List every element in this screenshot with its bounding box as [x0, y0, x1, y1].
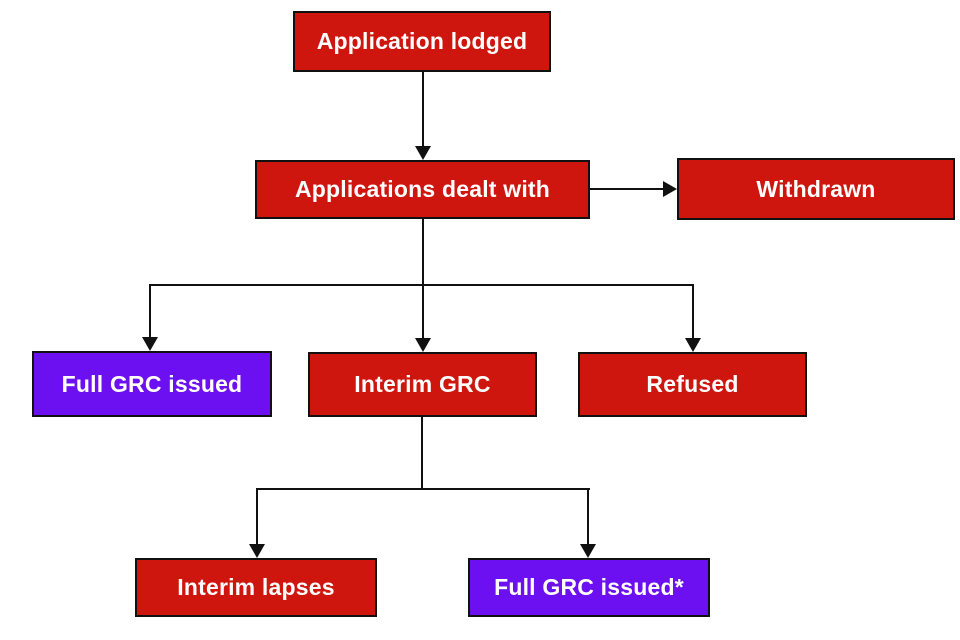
edge-dealt-to-withdrawn-line [590, 188, 665, 190]
edge-branch-to-full-grc-star-line [587, 488, 589, 545]
arrowhead-down-icon [142, 337, 158, 351]
node-application-lodged: Application lodged [293, 11, 551, 72]
node-refused: Refused [578, 352, 807, 417]
edge-branch-top-horizontal-line [149, 284, 694, 286]
arrowhead-down-icon [249, 544, 265, 558]
arrowhead-down-icon [685, 338, 701, 352]
node-applications-dealt-with: Applications dealt with [255, 160, 590, 219]
arrowhead-right-icon [663, 181, 677, 197]
node-full-grc-issued-star: Full GRC issued* [468, 558, 710, 617]
arrowhead-down-icon [580, 544, 596, 558]
edge-branch-to-full-grc-line [149, 284, 151, 338]
node-full-grc-issued: Full GRC issued [32, 351, 272, 417]
arrowhead-down-icon [415, 338, 431, 352]
edge-branch-bottom-horizontal-line [256, 488, 590, 490]
edge-branch-to-refused-line [692, 284, 694, 338]
node-withdrawn: Withdrawn [677, 158, 955, 220]
edge-lodged-to-dealt-line [422, 72, 424, 147]
arrowhead-down-icon [415, 146, 431, 160]
edge-branch-to-interim-lapses-line [256, 488, 258, 545]
node-interim-lapses: Interim lapses [135, 558, 377, 617]
node-interim-grc: Interim GRC [308, 352, 537, 417]
edge-dealt-to-interim-line [422, 219, 424, 339]
edge-interim-down-line [421, 417, 423, 489]
